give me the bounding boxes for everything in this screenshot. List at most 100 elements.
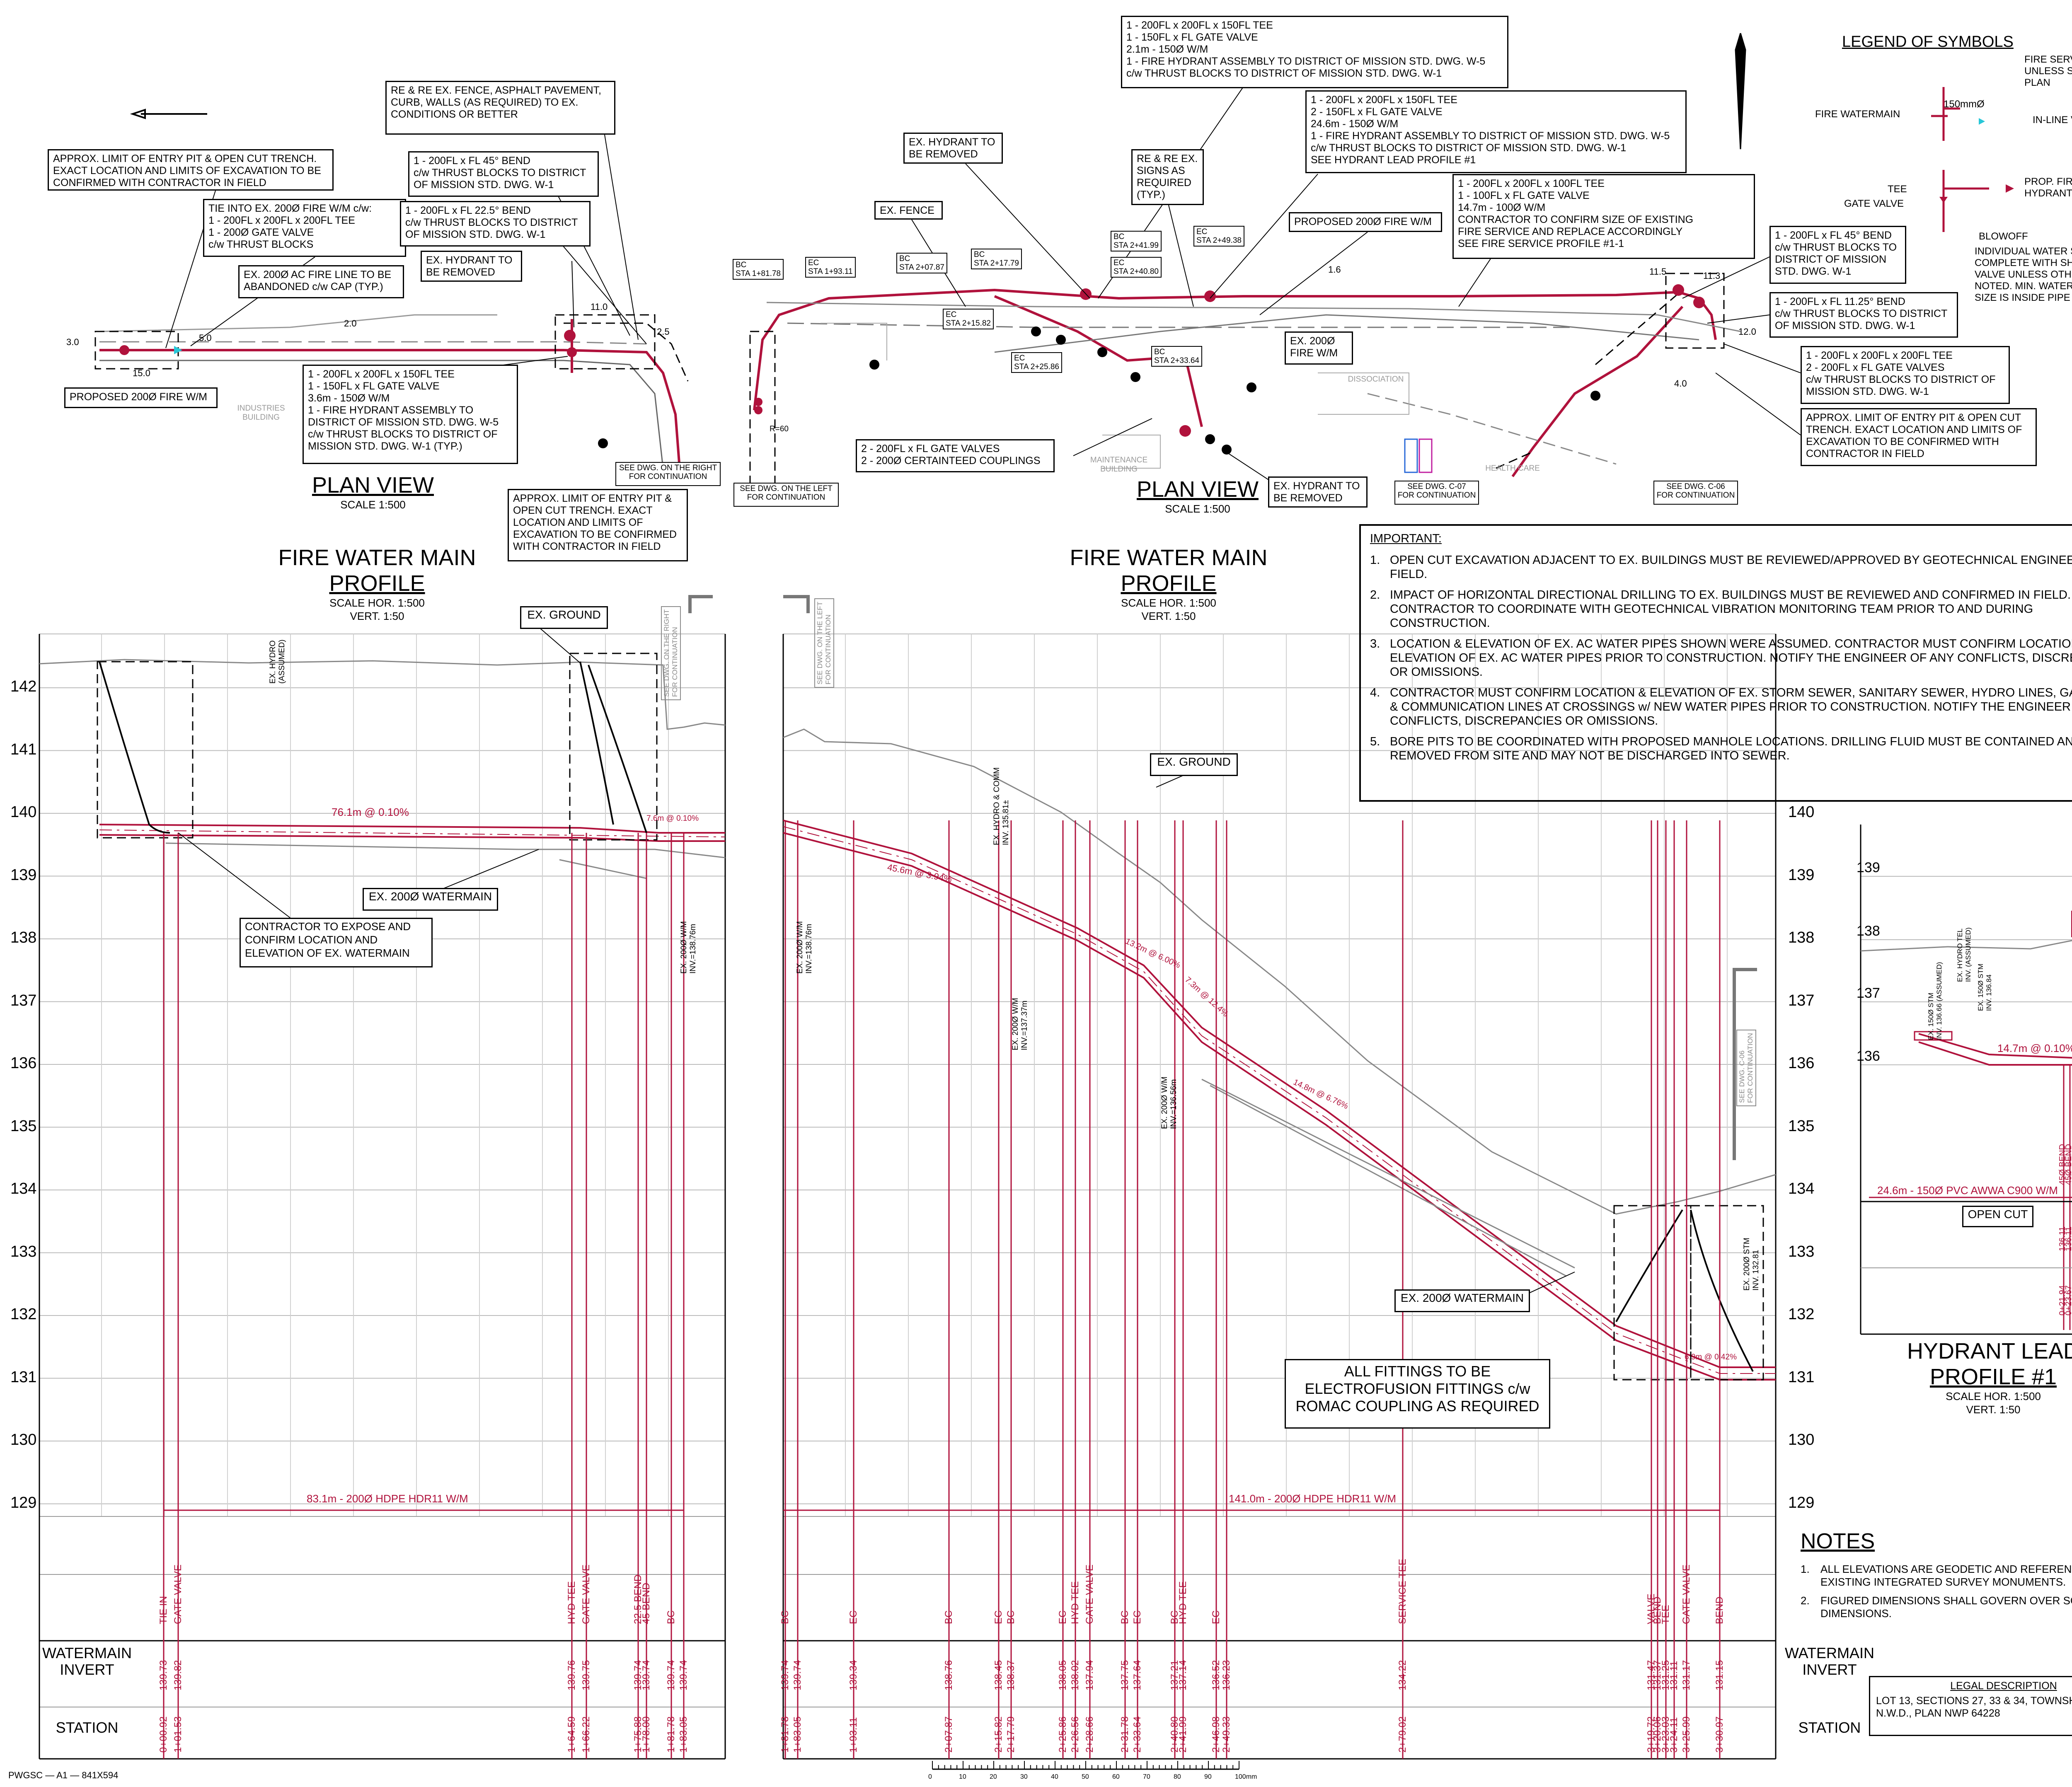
plan-mid-proposed-note: PROPOSED 200Ø FIRE W/M bbox=[1289, 212, 1442, 232]
station-value: 2+49.33 bbox=[1221, 1716, 1232, 1753]
hydrant-symbol bbox=[1693, 297, 1705, 308]
station-feature-label: GATE VALVE bbox=[1084, 1564, 1095, 1624]
station-box: BC STA 2+41.99 bbox=[1111, 231, 1162, 251]
station-value: 1+81.78 bbox=[666, 1716, 677, 1753]
station-value: 3+24.11 bbox=[1668, 1717, 1680, 1753]
plan-left-proposed-note: PROPOSED 200Ø FIRE W/M bbox=[64, 387, 218, 408]
hydrant-profile-title2: PROFILE #1 bbox=[1929, 1364, 2057, 1389]
legend-inline-valve: IN-LINE VALVE INSERT bbox=[2033, 114, 2072, 126]
station-box: EC STA 2+25.86 bbox=[1011, 352, 1062, 373]
station-value: 2+46.98 bbox=[1210, 1716, 1222, 1753]
plan-left-bend225-note: 1 - 200FL x FL 22.5° BEND c/w THRUST BLO… bbox=[400, 201, 591, 247]
profile-mid-ex-hydro-comm: EX. HYDRO & COMM INV. 135.81± bbox=[992, 767, 1010, 845]
plan-right-bend1125-note: 1 - 200FL x FL 11.25° BEND c/w THRUST BL… bbox=[1769, 292, 1958, 338]
elevation-label: 137 bbox=[1857, 985, 1880, 1001]
leader-line bbox=[551, 232, 647, 344]
axis-right-invert-label: WATERMAIN INVERT bbox=[1785, 1644, 1874, 1678]
legend-size: 150mmØ bbox=[1944, 99, 1985, 110]
leader-line bbox=[1707, 314, 1770, 324]
plan-left-approx-limit-note: APPROX. LIMIT OF ENTRY PIT & OPEN CUT TR… bbox=[48, 149, 334, 191]
profile-mid-title2: PROFILE bbox=[1121, 571, 1217, 596]
existing-watermain-branch bbox=[559, 859, 647, 879]
station-box: BC STA 2+17.79 bbox=[971, 249, 1022, 269]
existing-watermain bbox=[787, 322, 1575, 328]
station-feature-label: EC bbox=[1132, 1610, 1143, 1624]
leader-line bbox=[178, 832, 290, 918]
hydrant-profile-scale-h: SCALE HOR. 1:500 bbox=[1946, 1390, 2041, 1403]
profile-mid-title1: FIRE WATER MAIN bbox=[1070, 545, 1268, 570]
profile-left-title-block: FIRE WATER MAIN PROFILE SCALE HOR. 1:500… bbox=[257, 545, 497, 623]
scale-bar-label: 60 bbox=[1112, 1773, 1120, 1780]
plan-left-tee-assembly-note: 1 - 200FL x 200FL x 150FL TEE 1 - 150FL … bbox=[303, 365, 518, 464]
invert-value: 137.14 bbox=[1177, 1660, 1188, 1690]
elevation-label: 132 bbox=[10, 1306, 37, 1323]
important-item-text: BORE PITS TO BE COORDINATED WITH PROPOSE… bbox=[1390, 735, 2072, 762]
elevation-label: 139 bbox=[1788, 866, 1815, 884]
scale-bar-label: 70 bbox=[1143, 1773, 1150, 1780]
existing-ground-line bbox=[1860, 940, 2072, 952]
elevation-label: 135 bbox=[1788, 1117, 1815, 1135]
profile-mid-see-left: SEE DWG. ON THE LEFT FOR CONTINUATION bbox=[814, 598, 834, 688]
important-item: 2.IMPACT OF HORIZONTAL DIRECTIONAL DRILL… bbox=[1370, 588, 2072, 630]
excavation-slope-line bbox=[99, 661, 170, 834]
building-outline bbox=[821, 323, 887, 360]
station-box: EC STA 2+49.38 bbox=[1193, 226, 1244, 247]
station-value: 1+01.53 bbox=[172, 1716, 184, 1753]
tee-symbol bbox=[119, 345, 129, 355]
proposed-fire-main bbox=[1511, 305, 1684, 477]
profile-mid-ex-watermain: EX. 200Ø WATERMAIN bbox=[1394, 1289, 1530, 1312]
invert-value: 136.52 bbox=[1210, 1660, 1222, 1690]
scale-bar-label: 30 bbox=[1020, 1773, 1028, 1780]
building-outline bbox=[1318, 372, 1409, 415]
plan-right-approx-note: APPROX. LIMIT OF ENTRY PIT & OPEN CUT TR… bbox=[1801, 408, 2037, 466]
elevation-label: 130 bbox=[10, 1431, 37, 1448]
station-feature-label: HYD TEE bbox=[1070, 1581, 1081, 1624]
dimension-label: 2.5 bbox=[657, 326, 670, 337]
legend-gate-valve-icon bbox=[1939, 197, 1948, 203]
hydrant-profile-ex-hydro: EX. HYDRO TEL INV. (ASSUMED) bbox=[1956, 927, 1972, 982]
elevation-label: 129 bbox=[1788, 1494, 1815, 1511]
plan-mid-dissociation-label: DISSOCIATION bbox=[1348, 375, 1404, 384]
hydrant-lead-pipe bbox=[1918, 1033, 2072, 1059]
important-notes: IMPORTANT: 1.OPEN CUT EXCAVATION ADJACEN… bbox=[1359, 524, 2072, 802]
station-box: BC STA 1+81.78 bbox=[733, 259, 784, 280]
leader-line bbox=[1723, 343, 1801, 373]
station-feature-label: GATE VALVE bbox=[581, 1564, 592, 1624]
scale-bar-label: 90 bbox=[1204, 1773, 1212, 1780]
leader-line bbox=[1168, 205, 1194, 307]
building-outline bbox=[1102, 435, 1161, 469]
valve-symbol bbox=[754, 398, 762, 406]
axis-left-station-label: STATION bbox=[56, 1719, 119, 1736]
plan-right-bend45-note: 1 - 200FL x FL 45° BEND c/w THRUST BLOCK… bbox=[1769, 226, 1906, 284]
axis-right-station-label: STATION bbox=[1798, 1719, 1861, 1736]
excavation-limit bbox=[564, 322, 689, 382]
hydrant-tee-fitting bbox=[1914, 1031, 1953, 1041]
utility-point bbox=[1031, 326, 1041, 336]
profile-mid-fittings: ALL FITTINGS TO BE ELECTROFUSION FITTING… bbox=[1285, 1359, 1550, 1429]
important-item-text: IMPACT OF HORIZONTAL DIRECTIONAL DRILLIN… bbox=[1390, 588, 2071, 630]
proposed-pipe-bottom bbox=[783, 832, 1776, 1381]
station-feature-label: BEND bbox=[1714, 1596, 1725, 1624]
profile-mid-ex-ground: EX. GROUND bbox=[1150, 753, 1238, 776]
notes-item-text: FIGURED DIMENSIONS SHALL GOVERN OVER SCA… bbox=[1820, 1594, 2072, 1620]
legal-title: LEGAL DESCRIPTION bbox=[1950, 1680, 2057, 1692]
invert-value: 131.15 bbox=[1714, 1660, 1725, 1690]
station-value: 2+26.56 bbox=[1070, 1716, 1081, 1753]
plan-mid-title-block: PLAN VIEW SCALE 1:500 bbox=[1115, 476, 1280, 515]
elevation-label: 134 bbox=[10, 1180, 37, 1197]
continuation-arrow bbox=[688, 595, 713, 613]
legend-title: LEGEND OF SYMBOLS bbox=[1842, 33, 2014, 51]
station-feature-label: HYD TEE bbox=[1177, 1581, 1188, 1624]
proposed-fire-main-branch bbox=[994, 295, 1203, 427]
legend-fire-watermain: FIRE WATERMAIN bbox=[1815, 109, 1900, 120]
profile-left-contractor: CONTRACTOR TO EXPOSE AND CONFIRM LOCATIO… bbox=[240, 918, 433, 967]
profile-left-scale-h: SCALE HOR. 1:500 bbox=[329, 597, 425, 609]
hydrant-profile-title1: HYDRANT LEAD bbox=[1907, 1339, 2072, 1364]
profile-mid-ex-200wm-c: EX. 200Ø W/M INV.=136.56m bbox=[1160, 1076, 1178, 1129]
legal-text: LOT 13, SECTIONS 27, 33 & 34, TOWNSHIP 1… bbox=[1876, 1695, 2072, 1719]
north-arrow-icon bbox=[130, 109, 207, 119]
utility-point bbox=[1205, 434, 1215, 444]
elevation-label: 136 bbox=[10, 1054, 37, 1072]
legend-prop-fire: PROP. FIRE HYDRANT ASSEMBLY bbox=[2024, 176, 2072, 199]
plan-left-bend45-note: 1 - 200FL x FL 45° BEND c/w THRUST BLOCK… bbox=[408, 151, 599, 197]
